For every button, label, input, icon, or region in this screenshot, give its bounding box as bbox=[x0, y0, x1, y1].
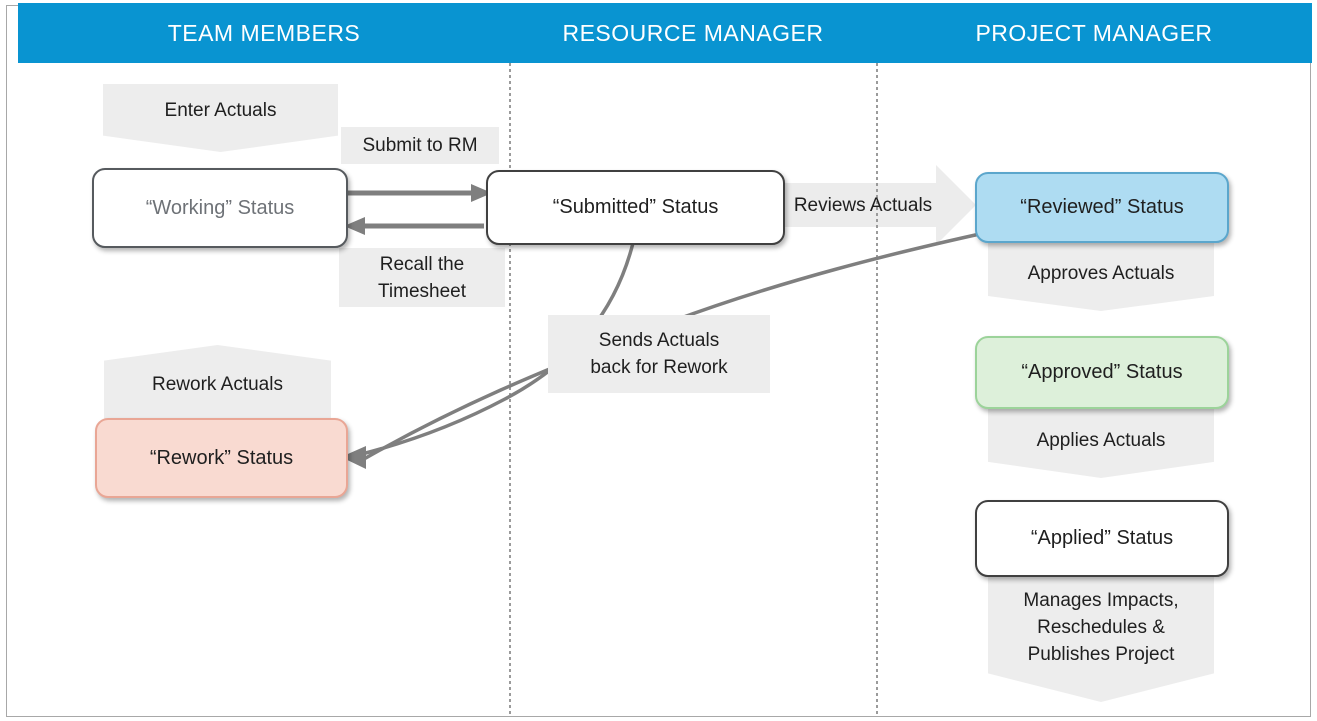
banner-approves-actuals: Approves Actuals bbox=[988, 243, 1214, 311]
status-box-working: “Working” Status bbox=[92, 168, 348, 248]
lane-title-resource-manager: RESOURCE MANAGER bbox=[562, 19, 824, 46]
banner-manages-project: Manages Impacts, Reschedules & Publishes… bbox=[988, 572, 1214, 702]
status-box-submitted: “Submitted” Status bbox=[486, 170, 785, 245]
status-box-approved: “Approved” Status bbox=[975, 336, 1229, 409]
label-submit-to-rm: Submit to RM bbox=[341, 127, 499, 164]
status-box-reviewed: “Reviewed” Status bbox=[975, 172, 1229, 243]
label-recall-timesheet: Recall the Timesheet bbox=[339, 248, 505, 307]
status-box-applied: “Applied” Status bbox=[975, 500, 1229, 577]
banner-applies-actuals: Applies Actuals bbox=[988, 408, 1214, 478]
banner-rework-actuals: Rework Actuals bbox=[104, 345, 331, 423]
status-box-rework: “Rework” Status bbox=[95, 418, 348, 498]
banner-enter-actuals: Enter Actuals bbox=[103, 84, 338, 152]
lane-divider-right bbox=[876, 63, 878, 716]
lane-divider-left bbox=[509, 63, 511, 716]
lane-title-team-members: TEAM MEMBERS bbox=[167, 19, 361, 46]
lane-title-project-manager: PROJECT MANAGER bbox=[975, 19, 1213, 46]
label-sends-back-for-rework: Sends Actuals back for Rework bbox=[548, 315, 770, 393]
label-reviews-actuals: Reviews Actuals bbox=[793, 194, 933, 216]
header-bar: TEAM MEMBERS RESOURCE MANAGER PROJECT MA… bbox=[18, 3, 1312, 63]
